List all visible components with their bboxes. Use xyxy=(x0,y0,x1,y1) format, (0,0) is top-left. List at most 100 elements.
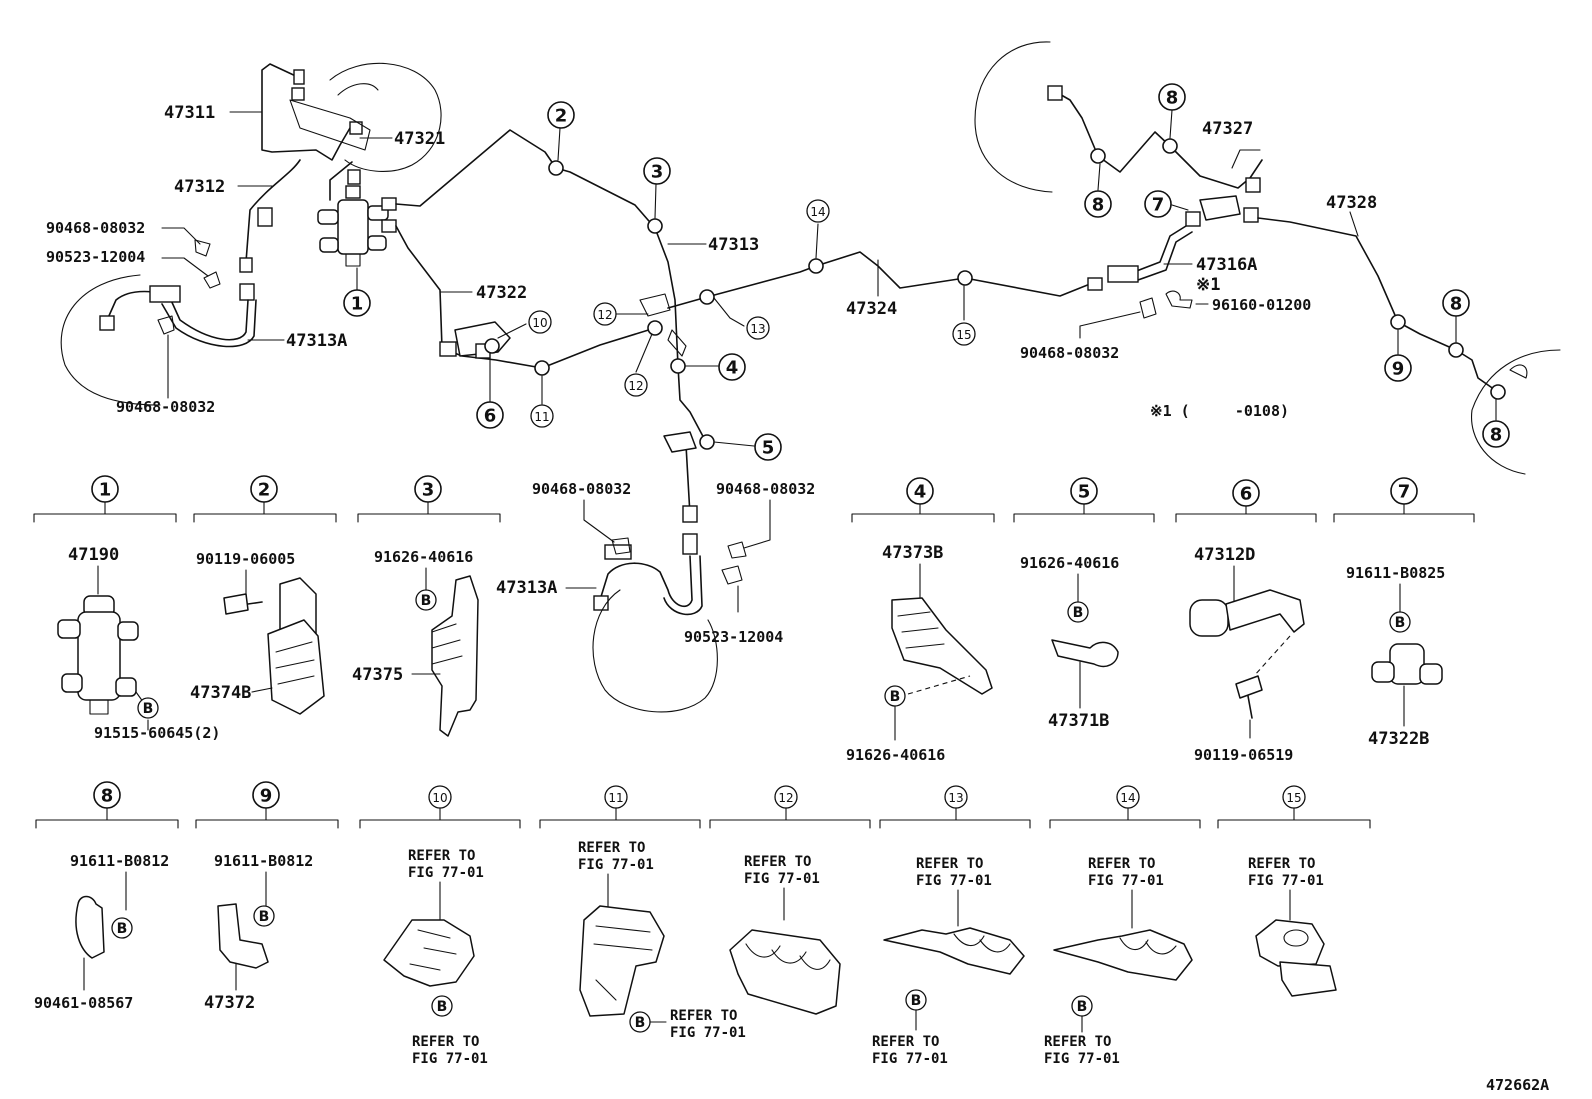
fitting-nut xyxy=(293,69,305,85)
svg-text:REFER TO: REFER TO xyxy=(1248,856,1315,872)
label-47327: 47327 xyxy=(1202,119,1253,139)
fitting-nut xyxy=(239,257,253,273)
detail-5: 5 91626-40616 B 47371B xyxy=(1013,477,1155,731)
svg-text:10: 10 xyxy=(432,791,447,805)
leader xyxy=(713,441,755,447)
fitting-nut xyxy=(381,219,397,233)
label-96160-01200: 96160-01200 xyxy=(1212,296,1311,314)
three-way-union xyxy=(1199,195,1241,221)
detail-15: 15 REFER TO FIG 77-01 xyxy=(1217,785,1371,997)
svg-text:47190: 47190 xyxy=(68,545,119,565)
leader xyxy=(713,297,745,327)
drum-right-lower xyxy=(1470,349,1561,475)
tube-47324 xyxy=(667,251,1091,309)
valve-port xyxy=(319,237,339,253)
tube-47327 xyxy=(1055,91,1263,189)
svg-text:14: 14 xyxy=(810,205,825,219)
fitting-nut xyxy=(347,169,361,185)
label-90523-12004-b: 90523-12004 xyxy=(684,628,783,646)
callout-12-a: 12 xyxy=(593,302,617,326)
fitting-nut xyxy=(439,341,457,357)
svg-text:91626-40616: 91626-40616 xyxy=(846,746,945,764)
svg-text:B: B xyxy=(890,689,901,705)
svg-text:15: 15 xyxy=(956,328,971,342)
fitting-nut xyxy=(99,315,115,331)
label-47328: 47328 xyxy=(1326,193,1377,213)
svg-text:REFER TO: REFER TO xyxy=(744,854,811,870)
detail-12: 12 REFER TO FIG 77-01 xyxy=(709,785,871,1015)
leader xyxy=(1169,109,1173,139)
svg-text:REFER TO: REFER TO xyxy=(412,1034,479,1050)
svg-text:14: 14 xyxy=(1120,791,1135,805)
svg-text:3: 3 xyxy=(651,162,664,183)
svg-text:91611-B0812: 91611-B0812 xyxy=(70,852,169,870)
fitting-nut xyxy=(1245,177,1261,193)
callout-3: 3 xyxy=(643,157,671,185)
label-90468-08032-e: 90468-08032 xyxy=(716,480,815,498)
leader xyxy=(583,499,615,543)
flex-hose-middle xyxy=(599,555,693,608)
fitting-nut xyxy=(381,197,397,211)
svg-text:7: 7 xyxy=(1152,195,1165,216)
fitting-nut xyxy=(682,533,698,555)
leader xyxy=(557,127,561,161)
fitting-nut xyxy=(1087,277,1103,291)
svg-text:47312D: 47312D xyxy=(1194,545,1255,565)
svg-text:FIG 77-01: FIG 77-01 xyxy=(408,865,484,881)
callout-9: 9 xyxy=(1384,354,1412,382)
leader xyxy=(1079,311,1141,339)
detail-4: 4 47373B B 91626-40616 xyxy=(846,477,995,764)
tube-47328 xyxy=(1257,217,1499,393)
svg-text:4: 4 xyxy=(726,358,739,379)
fitting-nut xyxy=(291,87,305,101)
fitting-nut xyxy=(1185,211,1201,227)
svg-text:11: 11 xyxy=(608,791,623,805)
callout-12-b: 12 xyxy=(624,373,648,397)
label-90468-08032-c: 90468-08032 xyxy=(1020,344,1119,362)
flex-hose-middle-2 xyxy=(663,555,703,616)
svg-text:FIG 77-01: FIG 77-01 xyxy=(1044,1051,1120,1067)
leader xyxy=(1171,204,1189,211)
svg-text:91626-40616: 91626-40616 xyxy=(374,548,473,566)
svg-text:91611-B0812: 91611-B0812 xyxy=(214,852,313,870)
clip-90468-mid-right xyxy=(727,541,747,559)
svg-text:91515-60645(2): 91515-60645(2) xyxy=(94,724,220,742)
leader xyxy=(815,223,819,259)
callout-8-d: 8 xyxy=(1482,420,1510,448)
leader xyxy=(1231,149,1261,169)
svg-text:8: 8 xyxy=(1450,294,1463,315)
valve-port xyxy=(317,209,339,225)
svg-text:B: B xyxy=(911,993,922,1009)
detail-7: 7 91611-B0825 B 47322B xyxy=(1333,477,1475,749)
label-47321: 47321 xyxy=(394,129,445,149)
label-47313A-b: 47313A xyxy=(496,578,557,598)
detail-9: 9 91611-B0812 B 47372 xyxy=(195,781,339,1013)
leader xyxy=(1097,163,1101,191)
svg-text:FIG 77-01: FIG 77-01 xyxy=(872,1051,948,1067)
detail-13: 13 REFER TO FIG 77-01 B REFER TO FIG 77-… xyxy=(872,785,1031,1067)
svg-text:FIG 77-01: FIG 77-01 xyxy=(412,1051,488,1067)
svg-text:REFER TO: REFER TO xyxy=(1088,856,1155,872)
tube-joints xyxy=(484,138,1506,450)
drum-right-upper xyxy=(974,41,1053,193)
callout-14: 14 xyxy=(806,199,830,223)
svg-text:B: B xyxy=(437,999,448,1015)
callout-6: 6 xyxy=(476,401,504,429)
fitting-nut xyxy=(257,207,273,227)
svg-text:2: 2 xyxy=(258,480,271,501)
drum-middle xyxy=(592,589,718,713)
fitting-nut xyxy=(1047,85,1063,101)
label-90468-08032-a: 90468-08032 xyxy=(46,219,145,237)
svg-text:12: 12 xyxy=(778,791,793,805)
svg-text:47373B: 47373B xyxy=(882,543,943,563)
clip-90468-right xyxy=(1139,297,1157,319)
svg-text:REFER TO: REFER TO xyxy=(670,1008,737,1024)
flex-hose-left-2 xyxy=(161,299,257,348)
svg-text:90119-06005: 90119-06005 xyxy=(196,550,295,568)
label-90523-12004-a: 90523-12004 xyxy=(46,248,145,266)
svg-text:5: 5 xyxy=(1078,482,1091,503)
svg-text:REFER TO: REFER TO xyxy=(1044,1034,1111,1050)
flex-hose-left xyxy=(107,290,249,341)
svg-text:47372: 47372 xyxy=(204,993,255,1013)
